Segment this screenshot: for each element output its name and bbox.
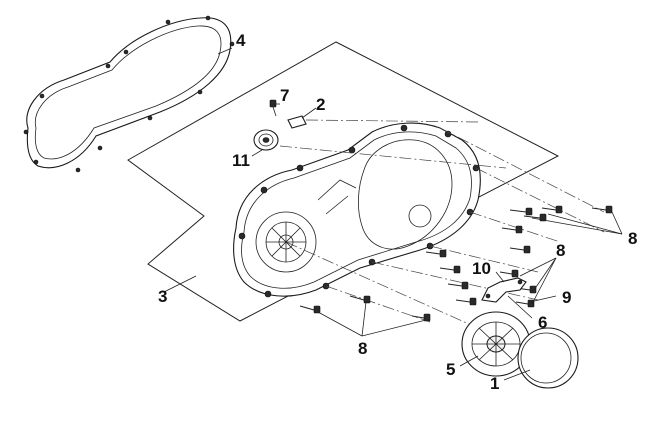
leader-lines xyxy=(163,47,623,381)
callout-4: 4 xyxy=(236,31,246,50)
callout-9: 9 xyxy=(562,288,571,307)
callout-7: 7 xyxy=(280,86,289,105)
vent-plate-part-5 xyxy=(461,311,531,377)
cover-region-outline xyxy=(127,41,560,322)
bolts-right-part-8 xyxy=(501,205,613,254)
bearing-part-11 xyxy=(253,129,279,151)
cap-part-1 xyxy=(517,327,579,389)
plate-part-2 xyxy=(287,115,307,129)
bracket-part-6 xyxy=(481,277,527,303)
alignment-lines xyxy=(279,119,605,357)
screw-part-7 xyxy=(269,99,277,117)
callout-8-left: 8 xyxy=(358,339,367,358)
callout-1: 1 xyxy=(490,374,499,393)
bolts-middle-part-8 xyxy=(425,249,537,308)
callout-3: 3 xyxy=(158,287,167,306)
bolts-left-part-8 xyxy=(299,295,431,322)
callout-8-middle: 8 xyxy=(556,241,565,260)
callout-8-right: 8 xyxy=(628,229,637,248)
callout-2: 2 xyxy=(316,95,325,114)
callout-6: 6 xyxy=(538,313,547,332)
gasket-part-4 xyxy=(23,15,235,173)
callout-11: 11 xyxy=(232,151,250,170)
callout-10: 10 xyxy=(472,259,491,278)
callout-5: 5 xyxy=(446,360,455,379)
